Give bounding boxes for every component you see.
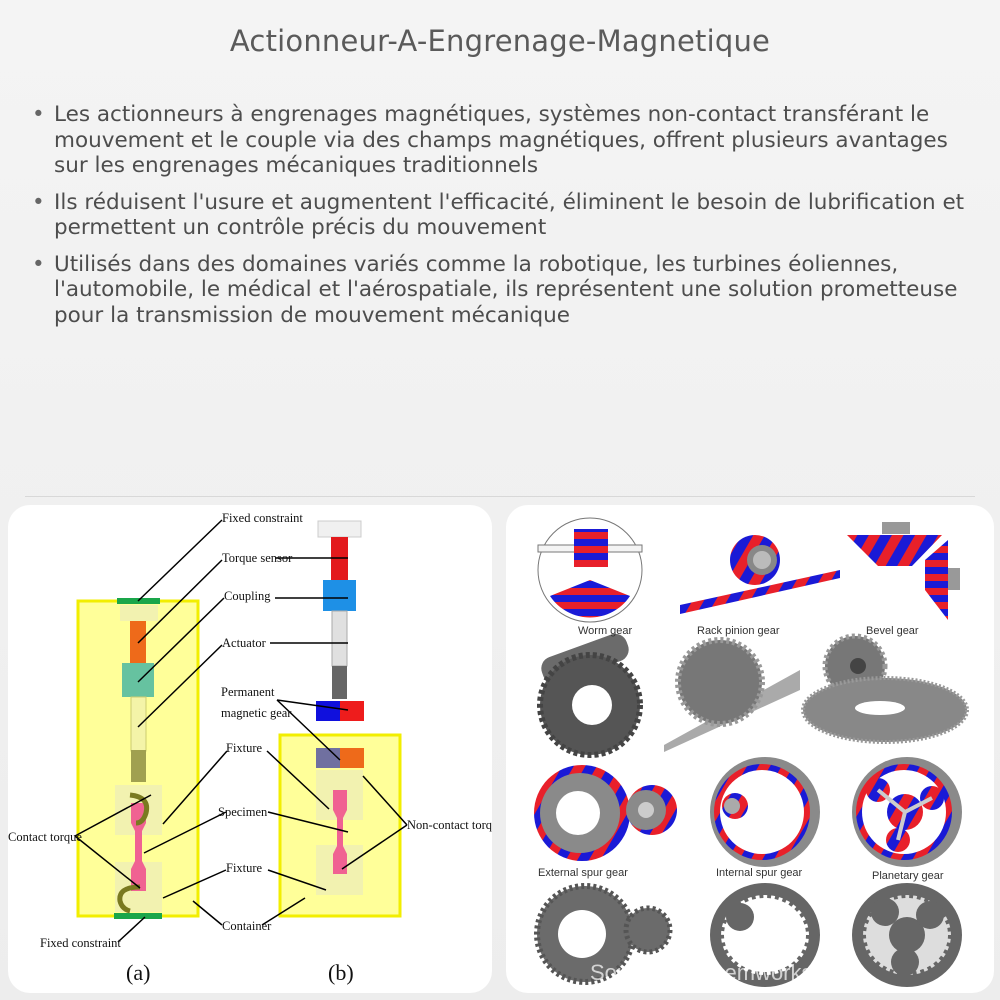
- label-fixed-constraint-bottom: Fixed constraint: [40, 936, 121, 950]
- specimen-b: [333, 790, 347, 874]
- label-contact-torque: Contact torque: [8, 830, 82, 844]
- bullet-item: Les actionneurs à engrenages magnétiques…: [30, 102, 980, 179]
- actuator-a: [130, 696, 147, 752]
- label-fixture-bottom: Fixture: [226, 861, 263, 875]
- external-spur-gear-magnetic: [534, 765, 677, 861]
- label-actuator: Actuator: [222, 636, 267, 650]
- gears-svg: Worm gear Rack pinion gear Bevel gear Ex…: [534, 517, 969, 987]
- worm-gear-magnetic: [537, 517, 643, 623]
- label-planetary-gear: Planetary gear: [872, 870, 944, 882]
- magnetic-gear-types-figure: Worm gear Rack pinion gear Bevel gear Ex…: [506, 505, 994, 993]
- magnet-b-left: [316, 748, 340, 768]
- leader-lines: [74, 519, 408, 943]
- actuator-motor-b: [332, 666, 347, 699]
- label-bevel-gear: Bevel gear: [866, 625, 919, 637]
- gear-labels: Worm gear Rack pinion gear Bevel gear Ex…: [538, 625, 944, 882]
- label-fixture-top: Fixture: [226, 741, 263, 755]
- page-title: Actionneur-A-Engrenage-Magnetique: [229, 24, 771, 58]
- external-spur-gear-mechanical: [534, 883, 673, 985]
- bevel-gear-mechanical: [801, 633, 969, 744]
- magnet-blue: [316, 701, 340, 721]
- worm-gear-mechanical: [537, 633, 643, 758]
- specimen-a: [131, 803, 146, 891]
- rack-pinion-gear-magnetic: [680, 535, 840, 614]
- label-coupling: Coupling: [224, 589, 271, 603]
- diagram-labels: Fixed constraint Torque sensor Coupling …: [8, 511, 492, 985]
- bullet-item: Ils réduisent l'usure et augmentent l'ef…: [30, 190, 980, 241]
- internal-spur-gear-mechanical: [710, 883, 820, 987]
- caption-a: (a): [126, 960, 150, 985]
- torque-arrow-icon: [129, 792, 150, 826]
- actuator-test-diagram: Fixed constraint Torque sensor Coupling …: [8, 505, 492, 993]
- divider: [25, 496, 975, 497]
- internal-spur-gear-magnetic: [710, 757, 820, 867]
- diagram-svg: Fixed constraint Torque sensor Coupling …: [8, 511, 492, 985]
- actuator-b: [331, 610, 348, 667]
- bullet-list: Les actionneurs à engrenages magnétiques…: [30, 102, 980, 339]
- label-external-spur-gear: External spur gear: [538, 867, 628, 879]
- label-non-contact-torque: Non-contact torque: [407, 818, 492, 832]
- bevel-gear-magnetic: [847, 522, 960, 620]
- label-internal-spur-gear: Internal spur gear: [716, 867, 803, 879]
- mount: [120, 605, 158, 621]
- label-container: Container: [222, 919, 272, 933]
- torque-arrow-icon: [117, 884, 141, 914]
- label-permanent-magnetic-gear-2: magnetic gear: [221, 706, 292, 720]
- label-rack-pinion-gear: Rack pinion gear: [697, 625, 780, 637]
- label-fixed-constraint-top: Fixed constraint: [222, 511, 303, 525]
- label-torque-sensor: Torque sensor: [222, 551, 293, 565]
- actuator-motor-a: [131, 750, 146, 782]
- coupling-b: [323, 580, 356, 611]
- label-worm-gear: Worm gear: [578, 625, 633, 637]
- rack-pinion-gear-mechanical: [664, 637, 800, 752]
- coupling-a: [122, 663, 154, 697]
- label-specimen: Specimen: [218, 805, 268, 819]
- mount-b: [317, 520, 362, 538]
- planetary-gear-mechanical: [852, 883, 962, 987]
- bullet-item: Utilisés dans des domaines variés comme …: [30, 252, 980, 329]
- fixed-constraint-bottom: [114, 913, 162, 919]
- magnet-b-right: [340, 748, 364, 768]
- watermark: Source: www.emworks.com: [590, 960, 860, 985]
- magnet-red: [340, 701, 364, 721]
- planetary-gear-magnetic: [852, 757, 962, 867]
- label-permanent-magnetic-gear: Permanent: [221, 685, 275, 699]
- caption-b: (b): [328, 960, 354, 985]
